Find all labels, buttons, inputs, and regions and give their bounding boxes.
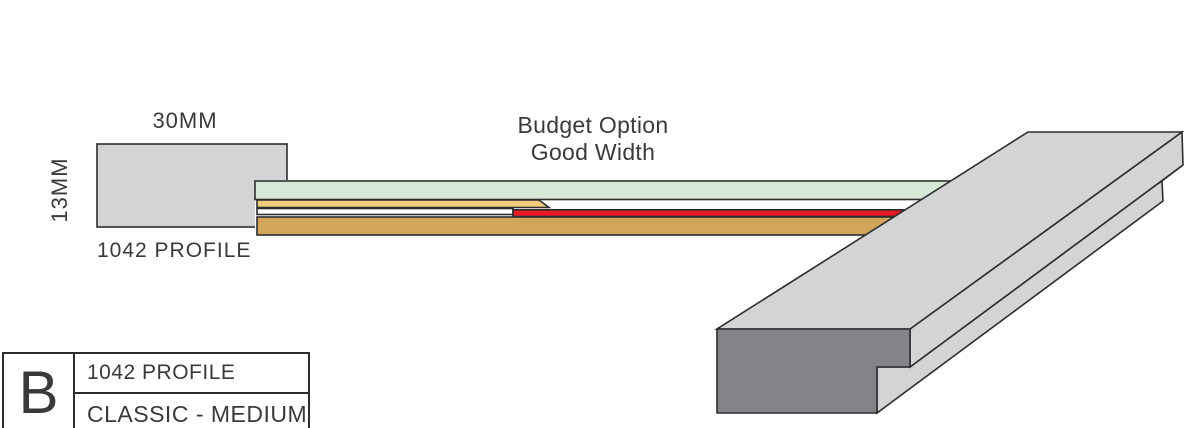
annotation-line2: Good Width <box>530 139 656 165</box>
height-dimension-label: 13MM <box>47 157 72 223</box>
legend-letter: B <box>18 359 59 426</box>
moulding-front-profile-face <box>716 328 911 414</box>
legend-profile-row: 1042 PROFILE <box>75 354 308 394</box>
legend-letter-cell: B <box>4 354 75 428</box>
strip-red-layer <box>512 209 911 218</box>
strip-green-facing <box>254 180 956 201</box>
legend-rows: 1042 PROFILE CLASSIC - MEDIUM <box>75 354 308 428</box>
width-dimension-label: 30MM <box>152 108 218 133</box>
annotation-line1: Budget Option <box>517 112 669 138</box>
annotation-block: Budget Option Good Width <box>443 112 743 166</box>
strip-white-core <box>256 207 514 216</box>
strip-gold-veneer <box>256 199 552 209</box>
legend-style-row: CLASSIC - MEDIUM <box>75 394 308 428</box>
legend-style-size: CLASSIC - MEDIUM <box>87 401 308 427</box>
profile-name-label: 1042 PROFILE <box>97 239 252 262</box>
legend-profile-name: 1042 PROFILE <box>87 361 236 384</box>
strip-tan-base <box>256 216 901 236</box>
legend-table: B 1042 PROFILE CLASSIC - MEDIUM <box>2 352 310 428</box>
